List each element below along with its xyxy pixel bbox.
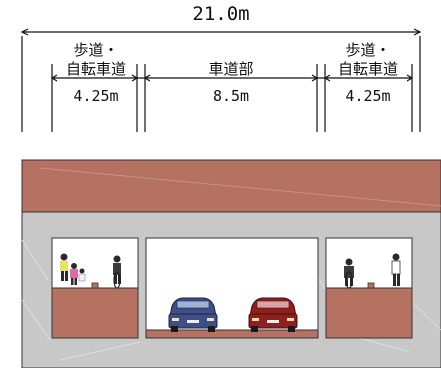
sub-arrow-4 [311, 74, 319, 82]
total-arrow-right [413, 28, 422, 36]
cyclist-icon [113, 255, 121, 289]
center-roadway-floor [145, 329, 319, 339]
right-curb [367, 282, 375, 289]
right-section-title: 自転車道 [338, 60, 398, 78]
structure [21, 159, 441, 368]
pedestrian-family-icon [60, 253, 86, 285]
total-arrow-left [20, 28, 29, 36]
right-section-width: 4.25m [345, 87, 390, 105]
blue-car-icon [168, 297, 218, 332]
red-car-icon [248, 297, 298, 332]
right-walkway-floor [325, 287, 413, 339]
sub-arrow-3 [143, 74, 151, 82]
sub-arrow-1 [50, 74, 58, 82]
left-curb [91, 282, 99, 289]
left-walkway-floor [51, 287, 139, 339]
deck-hatch [39, 167, 441, 207]
left-section-width: 4.25m [73, 87, 118, 105]
pedestrian-icon [391, 253, 401, 286]
left-section-title-top: 歩道・ [73, 41, 118, 59]
sub-arrow-6 [406, 74, 414, 82]
center-section-width: 8.5m [213, 87, 249, 105]
total-width-label: 21.0m [192, 3, 249, 25]
dimension-annotation [20, 28, 422, 132]
cyclist-icon [344, 258, 354, 289]
center-section-title: 車道部 [208, 60, 253, 78]
right-section-title-top: 歩道・ [345, 41, 390, 59]
sub-arrow-5 [323, 74, 331, 82]
sub-arrow-2 [131, 74, 139, 82]
left-section-title: 自転車道 [66, 60, 126, 78]
